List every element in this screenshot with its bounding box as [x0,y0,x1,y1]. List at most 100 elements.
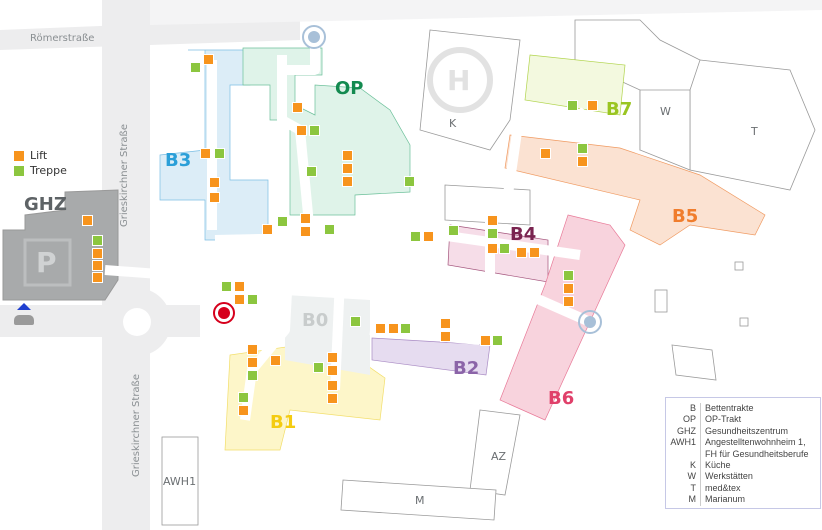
label-b6: B6 [548,388,575,409]
lift-icon [342,163,353,174]
legend-key: W [666,471,701,483]
area-b2 [371,337,491,376]
lift-icon [563,283,574,294]
stairs-icon [487,228,498,239]
stairs-icon [14,165,24,176]
lift-icon [92,260,103,271]
legend-value: Angestelltenwohnheim 1, [705,437,806,448]
label-b5: B5 [672,206,699,227]
lift-icon [270,355,281,366]
legend-key: K [666,459,701,472]
legend-value: Bettentrakte [705,403,754,413]
area-b7 [524,54,626,116]
stairs-icon [221,281,232,292]
car-icon [14,315,34,325]
street-roemerstrasse: Römerstraße [30,33,95,44]
lift-icon [529,247,540,258]
street-grieskirchner-lower: Grieskirchner Straße [131,373,143,478]
legend-value: FH für Gesundheitsberufe [705,448,809,459]
legend-value: Küche [705,459,731,470]
lift-icon [327,380,338,391]
legend-row: OP OP-Trakt [666,414,820,426]
lift-icon [375,323,386,334]
legend-value: OP-Trakt [705,414,742,425]
lift-icon [234,294,245,305]
stairs-icon [410,231,421,242]
label-b0: B0 [302,310,329,331]
label-b2: B2 [453,358,480,379]
lift-icon [92,272,103,283]
lift-icon [540,148,551,159]
label-b7: B7 [606,99,633,120]
stairs-icon [214,148,225,159]
legend-row: FH für Gesundheitsberufe [666,448,820,460]
area-b0 [285,295,370,375]
area-b5 [504,134,766,246]
legend-row: B Bettentrakte [666,403,820,415]
lift-icon [209,192,220,203]
stairs-icon [309,125,320,136]
lift-icon [487,215,498,226]
legend-lift-label: Lift [30,149,48,162]
building-az [469,409,521,496]
legend-key: AWH1 [666,437,701,449]
stairs-icon [577,143,588,154]
stairs-icon [238,392,249,403]
lift-icon [327,365,338,376]
building-m [340,479,497,521]
lift-icon [247,357,258,368]
helipad [427,47,493,113]
lift-icon [440,318,451,329]
grieskirchner-strasse-road [102,0,150,530]
lift-icon [423,231,434,242]
helipad-icon: H [447,64,471,97]
stairs-icon [350,316,361,327]
label-b3: B3 [165,150,192,171]
stairs-icon [448,225,459,236]
lift-icon [577,156,588,167]
lift-icon [82,215,93,226]
parking-icon: P [36,246,57,279]
lift-icon [296,125,307,136]
lift-icon [300,213,311,224]
legend-row: AWH1 Angestelltenwohnheim 1, [666,437,820,449]
legend-value: med&tex [705,482,741,493]
legend-key: T [666,482,701,495]
lift-icon [480,335,491,346]
legend-row: K Küche [666,459,820,472]
label-b1: B1 [270,412,297,433]
stairs-icon [324,224,335,235]
lift-icon [327,352,338,363]
lift-icon [388,323,399,334]
legend-key: B [666,403,701,415]
lift-icon [342,176,353,187]
building-awh1 [161,436,199,526]
stairs-icon [247,370,258,381]
lift-icon [440,331,451,342]
label-az: AZ [491,450,507,463]
you-are-here-marker [213,302,235,324]
stairs-icon [92,235,103,246]
legend-value: Gesundheitszentrum [705,425,789,436]
legend-key: OP [666,414,701,426]
label-op: OP [335,78,364,99]
stairs-icon [190,62,201,73]
label-t: T [751,125,758,138]
symbol-legend: Lift Treppe [14,148,67,178]
stairs-icon [563,270,574,281]
entrance-marker-right [578,310,602,334]
legend-value: Marianum [705,494,746,505]
stairs-icon [400,323,411,334]
lift-icon [292,102,303,113]
lift-icon [327,393,338,404]
label-b4: B4 [510,224,537,245]
lift-icon [342,150,353,161]
lift-icon [300,226,311,237]
lift-icon [203,54,214,65]
stairs-icon [567,100,578,111]
lift-icon [587,100,598,111]
